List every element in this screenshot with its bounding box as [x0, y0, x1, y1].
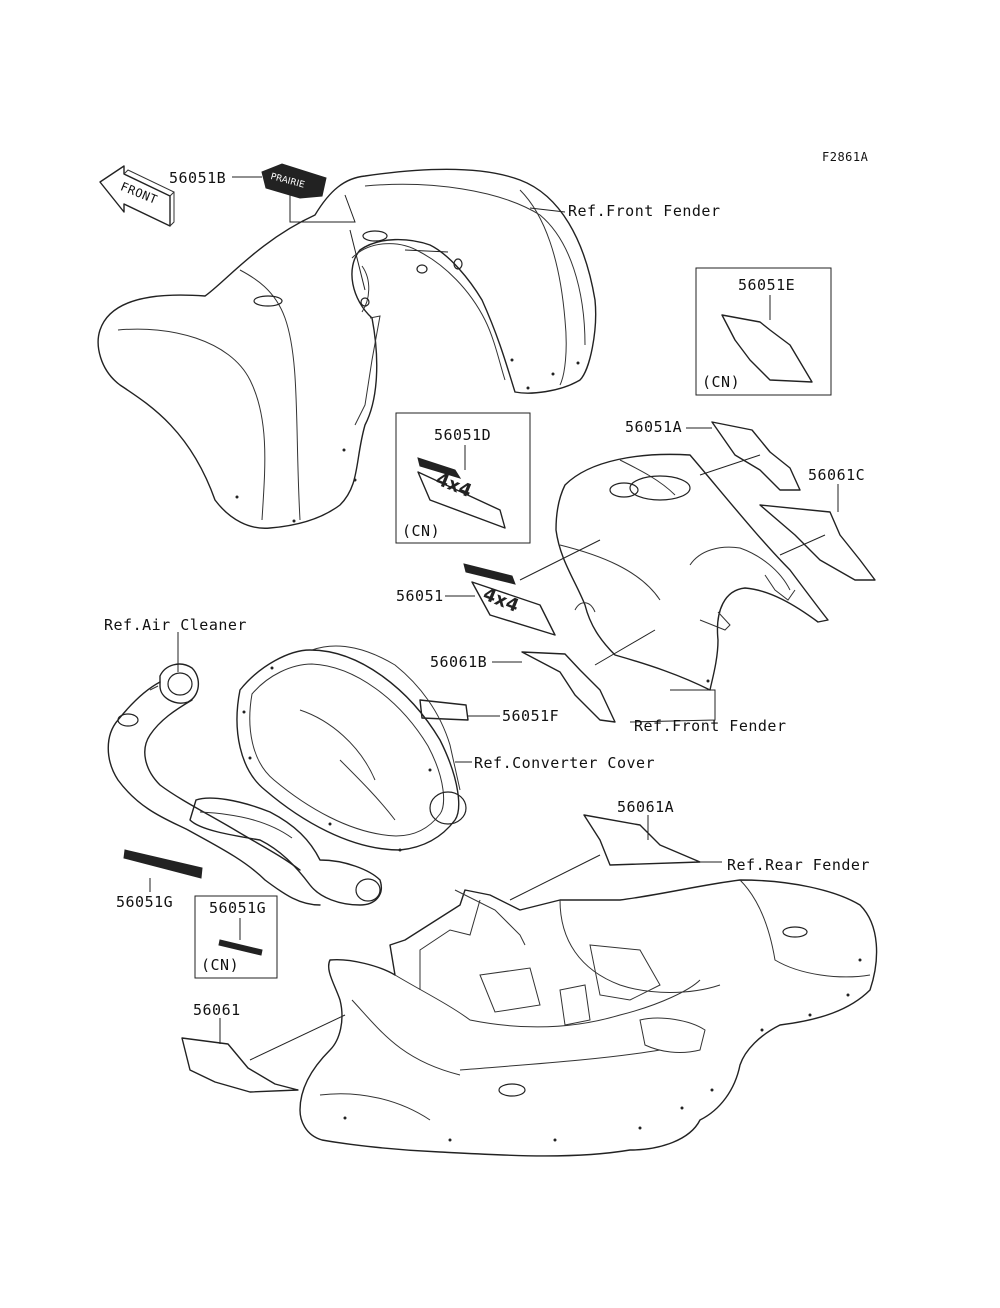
decal-56051a — [711, 421, 801, 491]
front-fender-middle — [555, 453, 829, 691]
cn-label-56051g: (CN) — [201, 956, 239, 974]
decal-56051d: 4x4 — [417, 457, 506, 529]
callout-56061a: 56061A — [617, 798, 674, 816]
callout-56051b: 56051B — [169, 169, 226, 187]
decal-56051b: PRAIRIE — [232, 163, 449, 291]
callout-56061c: 56061C — [808, 466, 865, 484]
callout-ref-front-fender-top: Ref.Front Fender — [568, 202, 721, 220]
decal-56061 — [181, 1037, 299, 1093]
cn-label-56051d: (CN) — [402, 522, 440, 540]
callout-56051g: 56051G — [116, 893, 173, 911]
callout-56051a: 56051A — [625, 418, 682, 436]
cn-label-56051e: (CN) — [702, 373, 740, 391]
decal-56051f — [419, 699, 469, 721]
callout-ref-air-cleaner: Ref.Air Cleaner — [104, 616, 247, 634]
decal-56051: 4x4 — [463, 563, 556, 636]
callout-ref-front-fender-mid: Ref.Front Fender — [634, 717, 787, 735]
front-fender-top — [97, 168, 597, 529]
decal-56061c — [759, 504, 876, 581]
decal-56061b — [521, 651, 616, 723]
intake-duct — [189, 797, 382, 906]
rear-fender — [299, 879, 878, 1157]
decal-56051g-cn — [218, 939, 263, 956]
callout-ref-rear-fender: Ref.Rear Fender — [727, 856, 870, 874]
decal-56051d-model: 4x4 — [433, 469, 475, 502]
decal-56051-model: 4x4 — [480, 584, 522, 617]
callout-56051d: 56051D — [434, 426, 491, 444]
callout-56051: 56051 — [396, 587, 444, 605]
callout-56051f: 56051F — [502, 707, 559, 725]
box-56051d — [395, 412, 531, 544]
callout-56051e: 56051E — [738, 276, 795, 294]
converter-cover — [236, 645, 467, 852]
box-56051e — [695, 267, 832, 396]
decal-56051e — [721, 314, 813, 383]
callout-56061b: 56061B — [430, 653, 487, 671]
callout-56051g-box: 56051G — [209, 899, 266, 917]
decal-56061a — [583, 814, 701, 866]
decal-56051g — [123, 849, 203, 879]
callout-56061: 56061 — [193, 1001, 241, 1019]
front-arrow-label: FRONT — [118, 179, 159, 206]
callout-ref-converter-cover: Ref.Converter Cover — [474, 754, 655, 772]
figure-id: F2861A — [822, 150, 869, 164]
box-56051g — [194, 895, 278, 979]
front-arrow-icon: FRONT — [99, 165, 175, 227]
air-cleaner-duct — [107, 663, 321, 906]
